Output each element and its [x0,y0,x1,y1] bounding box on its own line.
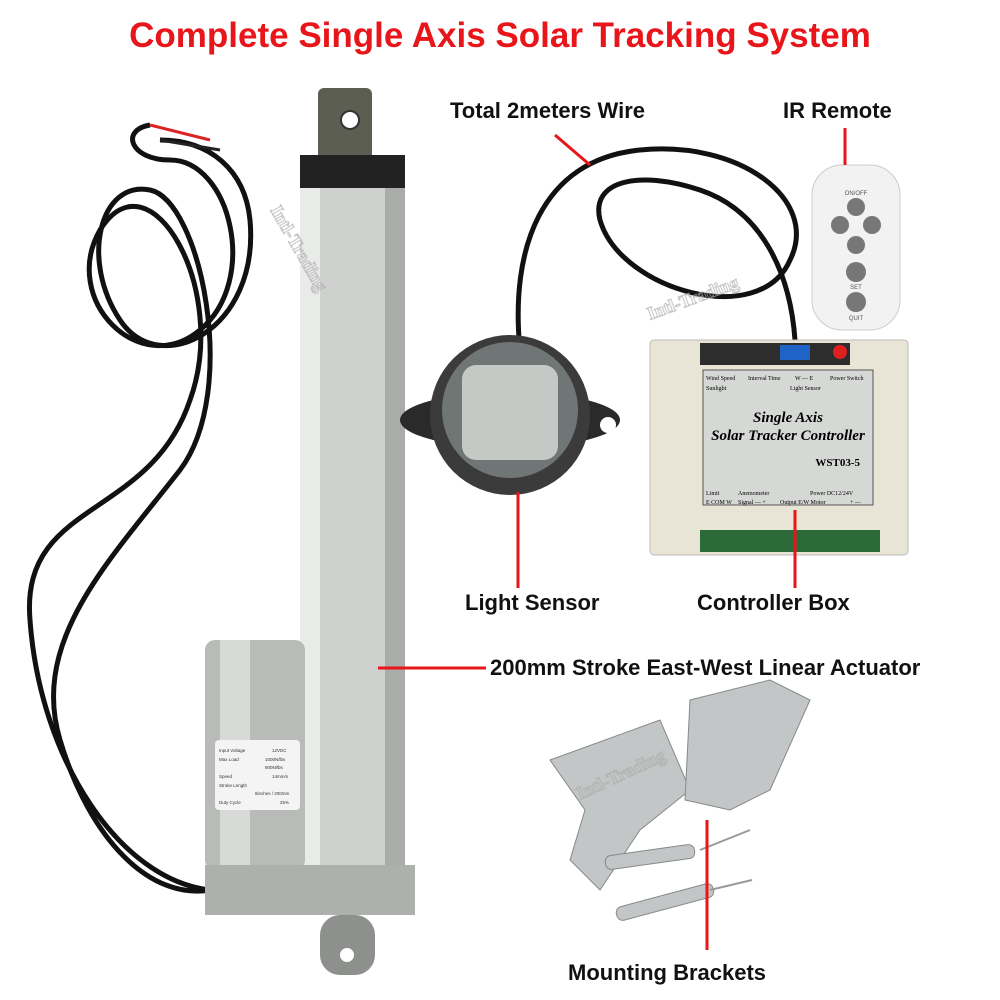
actuator-label: 200mm Stroke East-West Linear Actuator [490,655,921,680]
remote-button-label-set: SET [850,285,862,291]
controller-name-1: Single Axis [753,410,823,426]
controller-model: WST03-5 [815,457,860,469]
mounting-brackets [549,679,811,921]
spec-key: Input Voltage [219,748,246,753]
terminal-label: + — [850,500,862,506]
remote-button[interactable] [831,216,849,234]
remote-button[interactable] [846,262,866,282]
spec-key: Max Load [219,757,239,762]
wire-label: Total 2meters Wire [450,98,646,123]
actuator-spec-label: Input Voltage 12VDC Max Load 1000N/lbs 9… [219,748,290,805]
controller-box: Single Axis Solar Tracker Controller WST… [649,339,909,556]
remote-button-label-onoff: ON/OFF [845,191,868,197]
terminal-label: E COM W [706,500,732,506]
sensor-cable [515,146,799,351]
terminal-label: Power DC12/24V [810,491,854,497]
spec-value: 12VDC [272,748,287,753]
remote-label: IR Remote [783,98,892,123]
controller-name-2: Solar Tracker Controller [711,428,865,444]
terminal-label: Anemometer [738,491,769,497]
pointer-lines [378,128,847,950]
controller-box-label: Controller Box [697,590,850,615]
ir-remote: ON/OFF SET QUIT [811,164,901,331]
linear-actuator [205,88,415,975]
remote-button[interactable] [847,236,865,254]
light-sensor [400,335,620,495]
remote-button[interactable] [863,216,881,234]
remote-button-label-quit: QUIT [849,316,864,322]
spec-value: 900N/lbs [265,765,284,770]
remote-button[interactable] [847,198,865,216]
terminal-label: W — E [795,376,814,382]
terminal-label: Power Switch [830,376,864,382]
spec-value: 14mm/s [272,774,289,779]
spec-value: 8inches / 200mm [255,791,290,796]
terminal-label: Wind Speed [706,376,735,382]
spec-key: Duty Cycle [219,800,241,805]
remote-button[interactable] [846,292,866,312]
brackets-label: Mounting Brackets [568,960,767,985]
spec-key: Stroke Length [219,783,248,788]
spec-value: 1000N/lbs [265,757,286,762]
terminal-label: Interval Time [748,376,781,382]
page-title: Complete Single Axis Solar Tracking Syst… [129,16,871,55]
terminal-label: Light Sensor [790,386,821,392]
terminal-label: Sunlight [706,386,727,392]
spec-value: 25% [280,800,289,805]
light-sensor-label: Light Sensor [465,590,600,615]
spec-key: Speed [219,774,233,779]
terminal-label: Limit [706,491,720,497]
terminal-label: Output E/W Motor [780,500,826,506]
terminal-label: Signal — + [738,500,766,506]
actuator-cable [27,122,254,894]
